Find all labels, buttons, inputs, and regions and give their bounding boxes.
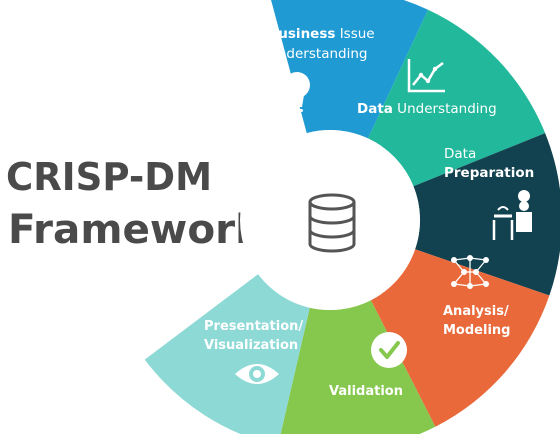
business-label: Business Issue (268, 26, 375, 42)
segment-data-understanding (368, 9, 546, 187)
analysis-label-line2: Modeling (443, 323, 510, 338)
database-icon (308, 193, 356, 253)
presentation-label-line2: Visualization (204, 338, 298, 353)
title-line-2: Framework (8, 207, 263, 253)
checkmark-icon (371, 332, 407, 368)
segment-business (271, 0, 429, 139)
ring-segments (144, 0, 560, 434)
chef-icon (492, 190, 532, 240)
ring-center (240, 130, 420, 310)
business-label-line2: Understanding (268, 46, 367, 62)
presentation-label-line1: Presentation/ (204, 319, 303, 334)
data-understanding-label-rest: Understanding (393, 101, 497, 117)
data-understanding-label-bold: Data (357, 101, 393, 117)
eye-icon (235, 364, 279, 384)
data-understanding-label: Data Understanding (357, 101, 497, 117)
validation-label: Validation (329, 384, 403, 399)
segment-presentation (144, 274, 310, 434)
business-label-rest: Issue (335, 26, 374, 42)
data-preparation-label-line1: Data (444, 146, 476, 162)
segment-analysis (370, 249, 550, 427)
line-chart-icon (407, 59, 445, 93)
segment-validation (280, 300, 436, 434)
lightbulb-icon (284, 72, 310, 117)
segment-data-preparation (413, 133, 560, 296)
network-icon (451, 255, 489, 289)
data-preparation-label-bold: Preparation (444, 165, 534, 181)
business-label-bold: Business (268, 26, 335, 42)
title-line-1: CRISP-DM (6, 155, 212, 199)
analysis-label-line1: Analysis/ (443, 304, 509, 319)
